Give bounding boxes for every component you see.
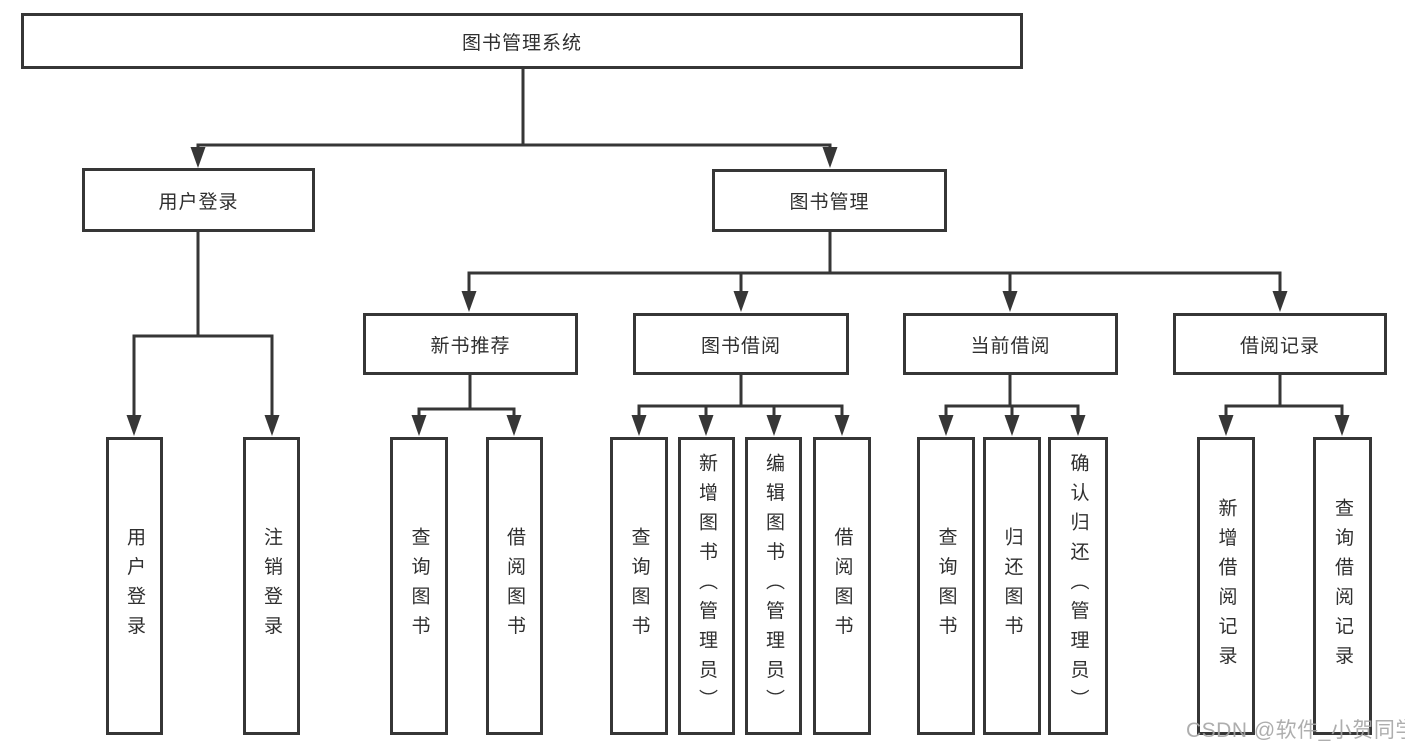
node-current-borrow-label: 当前借阅 xyxy=(970,335,1051,357)
node-leaf-nb-query-books: 查询图书 xyxy=(390,437,448,735)
node-leaf-cb-query-books-label: 查询图书 xyxy=(935,527,957,645)
node-leaf-br-add-record: 新增借阅记录 xyxy=(1197,437,1255,735)
connector-borrow-records xyxy=(1218,375,1350,436)
node-leaf-user-login-label: 用户登录 xyxy=(124,527,145,645)
node-leaf-logout-label: 注销登录 xyxy=(261,527,282,645)
node-leaf-br-add-record-label: 新增借阅记录 xyxy=(1215,497,1237,675)
node-leaf-bb-edit-books-admin: 编辑图书（管理员） xyxy=(745,437,802,735)
node-leaf-cb-confirm-return-admin: 确认归还（管理员） xyxy=(1048,437,1108,735)
node-borrow-records-label: 借阅记录 xyxy=(1239,335,1320,357)
node-leaf-bb-add-books-admin-label: 新增图书（管理员） xyxy=(696,453,717,719)
node-leaf-bb-edit-books-admin-label: 编辑图书（管理员） xyxy=(763,453,784,719)
connector-user-login-group xyxy=(126,232,280,436)
node-new-book-rec-label: 新书推荐 xyxy=(430,335,511,357)
node-book-mgmt-group: 图书管理 xyxy=(712,169,947,232)
node-borrow-records: 借阅记录 xyxy=(1173,313,1387,375)
connector-book-borrow xyxy=(631,375,850,436)
node-leaf-logout: 注销登录 xyxy=(243,437,300,735)
node-leaf-cb-return-books: 归还图书 xyxy=(983,437,1041,735)
node-leaf-bb-query-books-label: 查询图书 xyxy=(628,527,650,645)
node-leaf-cb-confirm-return-admin-label: 确认归还（管理员） xyxy=(1067,453,1089,719)
connector-book-mgmt-to-level3 xyxy=(461,232,1288,312)
csdn-watermark: CSDN @软件_小贺同学 xyxy=(1186,719,1405,742)
node-leaf-nb-query-books-label: 查询图书 xyxy=(408,527,430,645)
node-current-borrow: 当前借阅 xyxy=(903,313,1118,375)
node-leaf-bb-borrow-books: 借阅图书 xyxy=(813,437,871,735)
node-leaf-bb-borrow-books-label: 借阅图书 xyxy=(831,527,853,645)
node-leaf-cb-query-books: 查询图书 xyxy=(917,437,975,735)
connector-new-book-rec xyxy=(411,375,522,436)
node-book-borrow: 图书借阅 xyxy=(633,313,849,375)
node-user-login-group-label: 用户登录 xyxy=(158,191,239,213)
connector-current-borrow xyxy=(938,375,1086,436)
node-root-system: 图书管理系统 xyxy=(21,13,1023,69)
node-leaf-bb-query-books: 查询图书 xyxy=(610,437,668,735)
node-leaf-bb-add-books-admin: 新增图书（管理员） xyxy=(678,437,735,735)
node-book-mgmt-group-label: 图书管理 xyxy=(789,192,870,213)
node-user-login-group: 用户登录 xyxy=(82,168,315,232)
node-root-system-label: 图书管理系统 xyxy=(461,32,582,54)
node-leaf-user-login: 用户登录 xyxy=(106,437,163,735)
node-new-book-rec: 新书推荐 xyxy=(363,313,578,375)
node-leaf-br-query-record-label: 查询借阅记录 xyxy=(1332,497,1353,675)
node-leaf-nb-borrow-books: 借阅图书 xyxy=(486,437,543,735)
node-leaf-nb-borrow-books-label: 借阅图书 xyxy=(504,527,525,645)
connector-root-to-level2 xyxy=(190,68,838,168)
node-leaf-br-query-record: 查询借阅记录 xyxy=(1313,437,1372,735)
node-leaf-cb-return-books-label: 归还图书 xyxy=(1001,527,1023,645)
node-book-borrow-label: 图书借阅 xyxy=(700,335,781,357)
